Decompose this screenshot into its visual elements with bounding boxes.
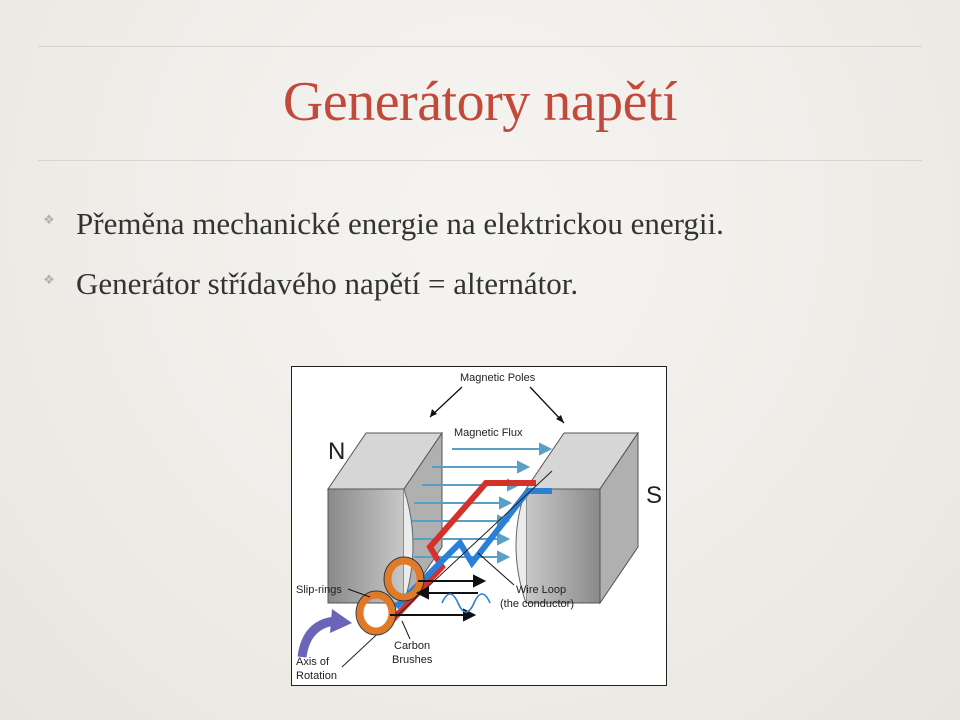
magnetic-flux-label: Magnetic Flux xyxy=(454,427,523,439)
wire-loop-blue xyxy=(393,488,552,610)
slip-rings-pointer xyxy=(347,588,371,598)
north-pole-label: N xyxy=(328,438,345,465)
rotation-label: Rotation xyxy=(296,670,337,682)
brush-current-arrows xyxy=(390,574,487,622)
carbon-brushes-pointer xyxy=(401,620,411,640)
wire-loop-label: Wire Loop xyxy=(516,584,566,596)
rotation-arrow-head xyxy=(330,609,352,633)
brushes-label: Brushes xyxy=(392,654,433,666)
diamond-ornament-icon: ❖ xyxy=(43,273,55,288)
south-pole-label: S xyxy=(646,482,662,509)
diamond-ornament-icon: ❖ xyxy=(43,213,55,228)
slip-rings-label: Slip-rings xyxy=(296,584,342,596)
slip-ring-upper-outline xyxy=(383,556,425,602)
rotation-arrow xyxy=(297,616,335,658)
slide-title: Generátory napětí xyxy=(282,71,678,133)
slip-ring-lower-outline xyxy=(355,590,397,636)
conductor-label: (the conductor) xyxy=(500,598,574,610)
bullet-text: Přeměna mechanické energie na elektricko… xyxy=(76,206,724,241)
generator-diagram-svg: Magnetic Poles Magnetic Flux N S xyxy=(296,372,662,682)
magnetic-poles-label: Magnetic Poles xyxy=(460,372,536,384)
pole-pointer-left-head xyxy=(430,409,437,417)
slip-ring-lower xyxy=(356,591,396,635)
wire-loop-pointer xyxy=(477,552,515,586)
generator-diagram: Magnetic Poles Magnetic Flux N S xyxy=(291,366,667,686)
pole-pointer-right-head xyxy=(556,415,564,423)
top-divider xyxy=(38,46,922,47)
pole-pointer-right xyxy=(529,386,565,424)
axis-of-label: Axis of xyxy=(296,656,330,668)
pole-pointer-left xyxy=(429,386,463,418)
title-divider xyxy=(38,160,922,161)
carbon-label: Carbon xyxy=(394,640,430,652)
slip-ring-upper xyxy=(384,557,424,601)
ac-waveform xyxy=(441,593,491,613)
bullet-text: Generátor střídavého napětí = alternátor… xyxy=(76,266,579,301)
north-pole-face xyxy=(403,488,414,604)
south-magnet-side xyxy=(599,431,639,605)
